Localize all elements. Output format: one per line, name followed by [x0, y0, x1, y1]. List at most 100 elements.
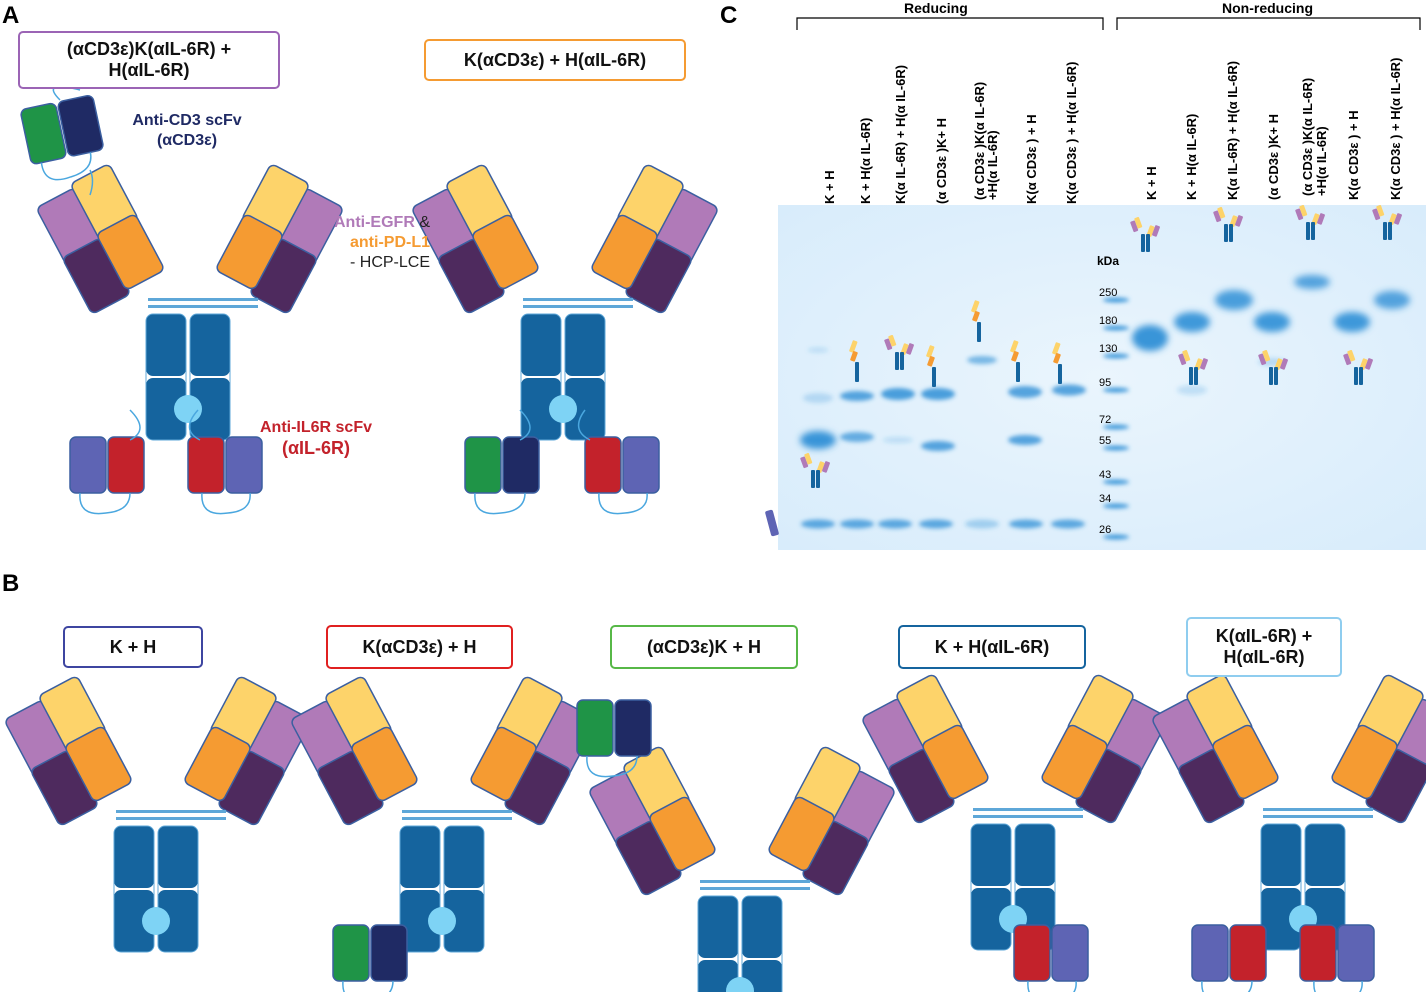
gel-band	[878, 519, 912, 529]
nonreducing-label: Non-reducing	[1222, 0, 1313, 16]
lane-label: K + H	[1144, 166, 1159, 200]
anti-il6r-scfv-left-icon	[69, 436, 145, 515]
gel-band	[840, 391, 874, 401]
hcp-lce-text: - HCP-LCE	[349, 254, 430, 271]
gel-band	[1334, 312, 1370, 332]
gel-band	[1294, 275, 1330, 289]
anti-cd3-scfv-bottom-icon	[464, 436, 540, 515]
reducing-bracket	[796, 17, 1104, 30]
lane-label: K(α CD3ε ) + H(α IL-6R)	[1388, 57, 1403, 200]
construct-a1-line1: (αCD3ε)K(αIL-6R) +	[66, 39, 232, 59]
gel-band	[1103, 424, 1129, 430]
anti-il6r-scfv-bottom-icon	[584, 436, 660, 515]
gel-band	[881, 388, 915, 400]
gel-background	[778, 205, 1426, 550]
panel-b	[4, 673, 1426, 992]
construct-b4-label: K + H(αIL-6R)	[934, 636, 1050, 657]
anti-egfr-text: Anti-EGFR	[334, 214, 415, 231]
construct-a1-line2: H(αIL-6R)	[108, 60, 190, 80]
mw-marker-label: 26	[1099, 524, 1112, 536]
construct-box-b3: (αCD3ε)K + H	[610, 625, 798, 669]
lane-label: K(α CD3ε ) + H(α IL-6R)	[1064, 61, 1079, 204]
panel-label-b: B	[2, 570, 20, 597]
mw-marker-label: 34	[1099, 493, 1112, 505]
gel-band	[919, 519, 953, 529]
lane-label: (α CD3ε )K+ H	[1266, 113, 1281, 200]
gel-band	[1008, 435, 1042, 445]
scfv-red-b5a-icon	[1191, 924, 1267, 992]
lane-label: K(α CD3ε ) + H	[1024, 114, 1039, 204]
construct-b5-line2: H(αIL-6R)	[1223, 647, 1305, 667]
construct-box-b2: K(αCD3ε) + H	[326, 625, 513, 669]
gel-band	[1177, 385, 1207, 395]
anti-pdl1-text: anti-PD-L1	[350, 234, 430, 251]
lane-label: K + H(α IL-6R)	[858, 117, 873, 204]
gel-icons	[765, 204, 1403, 537]
lane-label: K(α CD3ε ) + H	[1346, 110, 1361, 200]
gel-band	[965, 519, 999, 529]
scfv-green-b2-icon	[332, 924, 408, 992]
construct-box-a2: K(αCD3ε) + H(αIL-6R)	[424, 39, 686, 81]
gel-band	[1052, 384, 1086, 396]
nonreducing-bracket	[1116, 17, 1421, 30]
gel-band	[840, 432, 874, 442]
lane-label: (α CD3ε )K(α IL-6R)	[1300, 77, 1315, 196]
gel-band	[1103, 387, 1129, 393]
mw-marker-label: 55	[1099, 435, 1112, 447]
gel-band	[1103, 534, 1129, 540]
gel-band	[883, 437, 913, 443]
panel-label-c: C	[720, 2, 738, 29]
construct-box-b1: K + H	[63, 626, 203, 668]
anti-cd3-line1: Anti-CD3 scFv	[132, 112, 242, 129]
gel-band	[800, 431, 836, 449]
gel-band	[1009, 519, 1043, 529]
gel-bands	[800, 275, 1410, 540]
lane-label: K + H(α IL-6R)	[1184, 113, 1199, 200]
construct-box-a1: (αCD3ε)K(αIL-6R) + H(αIL-6R)	[18, 31, 280, 89]
gel-band	[1254, 312, 1290, 332]
gel-band	[1215, 290, 1253, 310]
construct-box-b5: K(αIL-6R) + H(αIL-6R)	[1186, 617, 1342, 677]
gel-band	[1132, 325, 1168, 351]
anti-il6r-line1: Anti-IL6R scFv	[259, 419, 372, 436]
kda-label: kDa	[1097, 254, 1120, 268]
gel-band	[921, 388, 955, 400]
gel-band	[840, 519, 874, 529]
gel-band	[1103, 503, 1129, 509]
gel-band	[921, 441, 955, 451]
construct-b1-label: K + H	[109, 636, 157, 657]
lane-label: K + H	[822, 170, 837, 204]
gel-band	[808, 347, 828, 353]
lane-label: K(α IL-6R) + H(α IL-6R)	[893, 64, 908, 204]
construct-b5-line1: K(αIL-6R) +	[1215, 626, 1313, 646]
construct-a2-label: K(αCD3ε) + H(αIL-6R)	[463, 49, 647, 70]
anti-il6r-line2: (αIL-6R)	[281, 438, 351, 458]
mw-marker-label: 180	[1099, 315, 1118, 327]
gel-band	[803, 393, 833, 403]
gel-band	[1374, 291, 1410, 309]
anti-egfr-pdl1-label: Anti-EGFR & anti-PD-L1 - HCP-LCE	[300, 213, 430, 273]
antibody-bispecific-1	[36, 163, 344, 440]
gel-band	[1174, 312, 1210, 332]
gel-band	[1103, 353, 1129, 359]
lane-label: (α CD3ε )K+ H	[934, 117, 949, 204]
anti-il6r-label: Anti-IL6R scFv (αIL-6R)	[246, 418, 386, 458]
anti-cd3-line2: (αCD3ε)	[156, 132, 218, 149]
amp-text: &	[414, 214, 430, 231]
construct-b3-label: (αCD3ε)K + H	[646, 636, 762, 657]
lane-label: +H(α IL-6R)	[1314, 126, 1329, 196]
reducing-label: Reducing	[904, 0, 968, 16]
mw-marker-label: 130	[1099, 343, 1118, 355]
gel-band	[1103, 297, 1129, 303]
lane-label: K(α IL-6R) + H(α IL-6R)	[1225, 60, 1240, 200]
construct-b2-label: K(αCD3ε) + H	[362, 636, 477, 657]
lane-label: +H(α IL-6R)	[985, 130, 1000, 200]
mw-marker-label: 43	[1099, 469, 1112, 481]
mw-marker-label: 250	[1099, 287, 1118, 299]
panel-c-gel	[765, 17, 1426, 550]
gel-band	[1051, 519, 1085, 529]
mw-marker-label: 95	[1099, 377, 1112, 389]
gel-band	[967, 356, 997, 364]
construct-box-b4: K + H(αIL-6R)	[898, 625, 1086, 669]
